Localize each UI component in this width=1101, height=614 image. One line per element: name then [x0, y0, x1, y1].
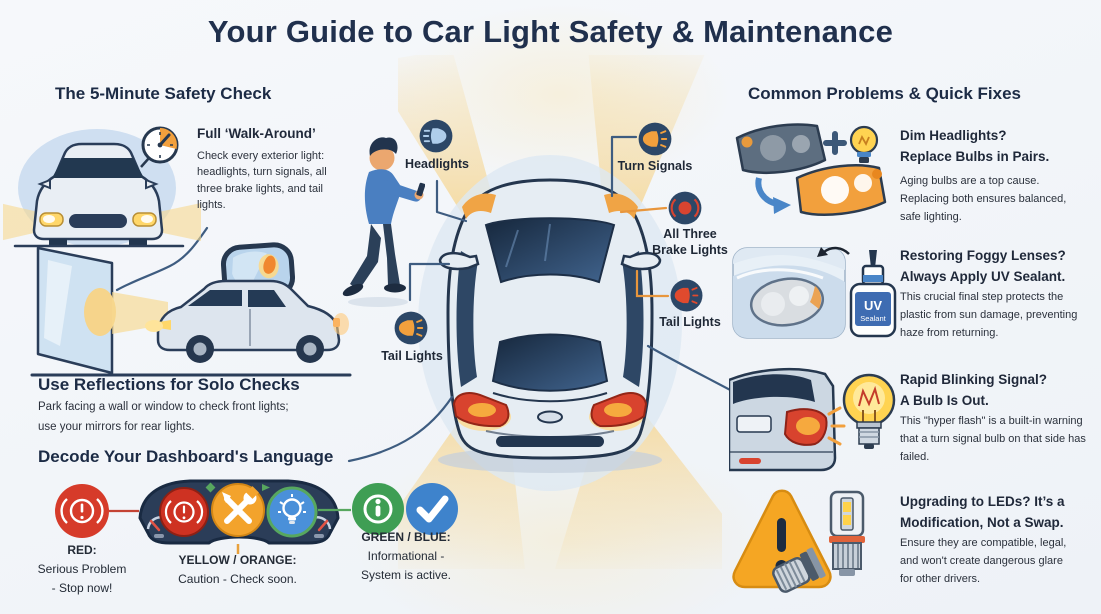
- foggy-lens-illustration: UV Sealant: [732, 246, 897, 339]
- hyper-flash-illustration: [729, 367, 896, 472]
- info-icon: [352, 483, 404, 535]
- uv-sealant-bottle: UV Sealant: [849, 250, 897, 338]
- side-window-right: [622, 251, 644, 387]
- reflections-body: Park facing a wall or window to check fr…: [38, 401, 289, 433]
- tail-lights-right-icon: [670, 279, 703, 312]
- turn-signals-icon: [638, 122, 672, 156]
- arrow-icon: [823, 246, 850, 255]
- red-warning-icon: [55, 484, 109, 538]
- foggy-lens-body: This crucial final step protects the pla…: [900, 291, 1078, 339]
- turn-signals-label: Turn Signals: [617, 159, 693, 173]
- section-heading-safety-check: The 5-Minute Safety Check: [55, 84, 272, 103]
- reflections-title: Use Reflections for Solo Checks: [38, 375, 300, 394]
- tail-lights-right-label: Tail Lights: [659, 315, 721, 329]
- dashboard-illustration: [55, 479, 458, 554]
- headlights-icon: [419, 119, 453, 153]
- hair: [369, 137, 398, 156]
- tail-lights-left-label: Tail Lights: [381, 349, 443, 363]
- burnt-bulb-icon: [842, 373, 896, 449]
- tail-lights-left-icon: [394, 311, 428, 345]
- hyper-flash-body: This "hyper flash" is a built-in warning…: [900, 415, 1086, 463]
- reflections-illustration: [30, 242, 352, 377]
- green-indicator-label: GREEN / BLUE: Informational - System is …: [360, 530, 452, 582]
- windshield: [52, 158, 144, 178]
- headlights-label: Headlights: [405, 157, 469, 171]
- page-title: Your Guide to Car Light Safety & Mainten…: [207, 14, 894, 49]
- rear-window: [491, 333, 609, 392]
- flash-sparks-icon: [827, 406, 846, 446]
- brake-lights-label: All Three Brake Lights: [652, 227, 728, 257]
- uv-bottle-text-2: Sealant: [860, 314, 886, 323]
- section-heading-problems: Common Problems & Quick Fixes: [748, 84, 1022, 103]
- brake-lights-icon: [668, 191, 702, 225]
- rear-window: [733, 374, 815, 404]
- phone-icon: [416, 182, 425, 197]
- led-upgrade-illustration: [732, 489, 865, 593]
- mirror-right: [620, 251, 662, 271]
- wrench-icon: [211, 483, 265, 537]
- walk-around-title: Full ‘Walk-Around’: [197, 126, 316, 141]
- led-upgrade-body: Ensure they are compatible, legal, and w…: [900, 537, 1067, 585]
- dashboard-heading: Decode Your Dashboard's Language: [38, 447, 334, 466]
- dim-headlights-title: Dim Headlights? Replace Bulbs in Pairs.: [900, 128, 1050, 164]
- trunk-emblem: [537, 410, 563, 424]
- plus-icon: [823, 131, 847, 155]
- checkmark-icon: [406, 483, 458, 535]
- license-plate: [736, 415, 772, 433]
- foggy-lens-title: Restoring Foggy Lenses? Always Apply UV …: [900, 248, 1066, 284]
- grille: [69, 214, 127, 228]
- led-upgrade-title: Upgrading to LEDs? It’s a Modification, …: [900, 494, 1065, 530]
- mirror-left: [438, 251, 480, 271]
- reflection-glow: [84, 288, 116, 336]
- walk-around-body: Check every exterior light: headlights, …: [197, 150, 327, 212]
- yellow-indicator-label: YELLOW / ORANGE: Caution - Check soon.: [178, 553, 297, 586]
- clock-icon: [141, 126, 179, 164]
- bumper-slot: [496, 436, 604, 447]
- red-indicator-label: RED: Serious Problem - Stop now!: [37, 543, 127, 595]
- dim-headlights-illustration: [735, 123, 887, 217]
- bulb-icon: [849, 125, 879, 163]
- led-bulb-tilted-icon: [772, 547, 826, 593]
- person-illustration: [342, 137, 425, 307]
- dim-headlights-body: Aging bulbs are a top cause. Replacing b…: [900, 175, 1067, 223]
- green-arrow-icon: [262, 484, 270, 491]
- walk-around-illustration: [3, 126, 201, 248]
- hyper-flash-title: Rapid Blinking Signal? A Bulb Is Out.: [900, 372, 1048, 408]
- center-car-illustration: [398, 55, 722, 569]
- instrument-cluster: [138, 479, 340, 545]
- led-bulb-upright-icon: [829, 490, 865, 576]
- brake-warning-icon: [159, 487, 209, 537]
- bulb-indicator-icon: [266, 486, 318, 538]
- arm: [383, 180, 422, 202]
- front-signal-left: [462, 193, 496, 219]
- uv-bottle-text-1: UV: [864, 298, 882, 313]
- front-signal-right: [604, 193, 638, 219]
- front-windshield: [484, 217, 616, 284]
- side-window-left: [456, 251, 478, 387]
